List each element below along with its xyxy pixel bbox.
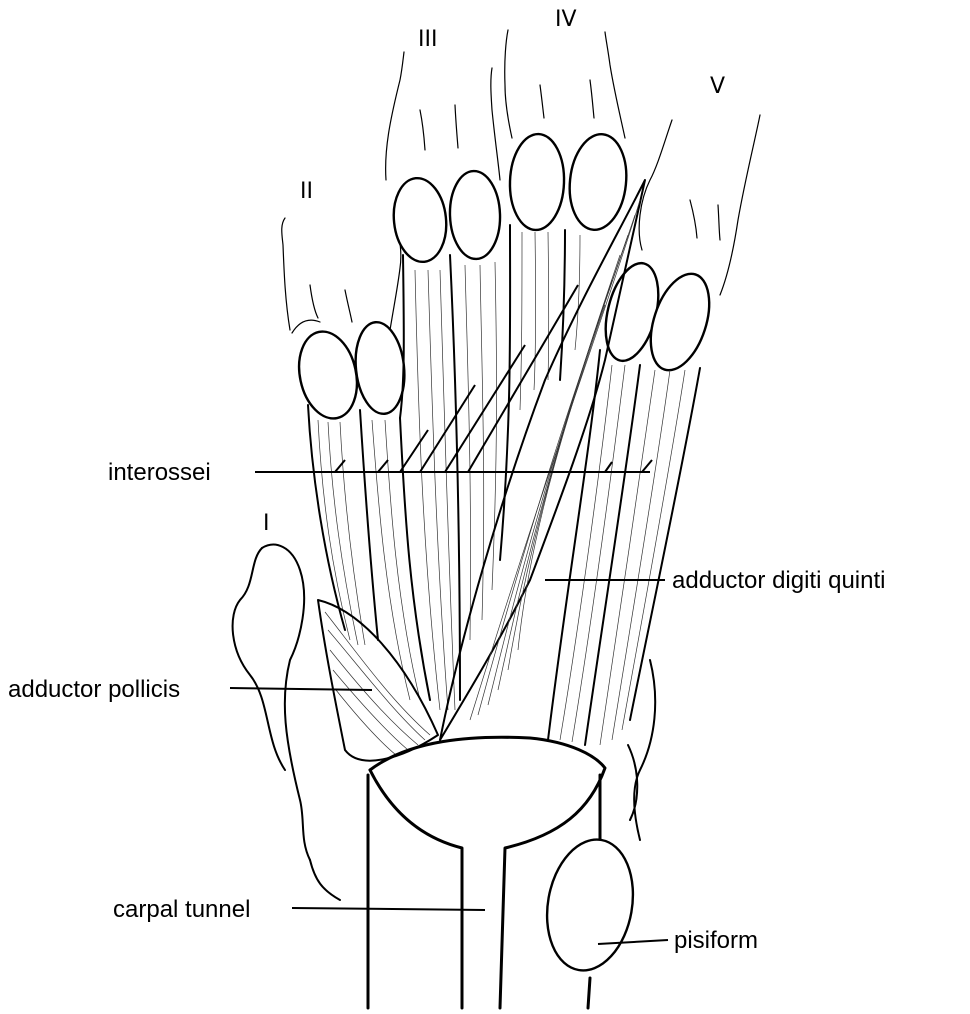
adductor-pollicis-muscle [318,600,438,761]
label-carpal-tunnel: carpal tunnel [113,896,250,923]
digit-label-IV: IV [555,7,577,32]
digit-label-V: V [710,74,725,99]
carpal-tunnel-leader [292,908,485,910]
digit-label-I: I [263,511,270,536]
label-interossei: interossei [108,459,211,486]
metacarpal-heads [291,131,720,424]
digit-label-III: III [418,27,437,52]
adductor-pollicis-leader [230,688,372,690]
adductor-digiti-quinti-muscle [440,180,645,740]
pisiform-bone [537,833,643,978]
label-adductor-pollicis: adductor pollicis [8,676,180,703]
label-pisiform: pisiform [674,927,758,954]
digit-label-II: II [300,179,313,204]
digit-numerals: I II III IV V [263,7,725,536]
label-adductor-digiti-quinti: adductor digiti quinti [672,567,885,594]
